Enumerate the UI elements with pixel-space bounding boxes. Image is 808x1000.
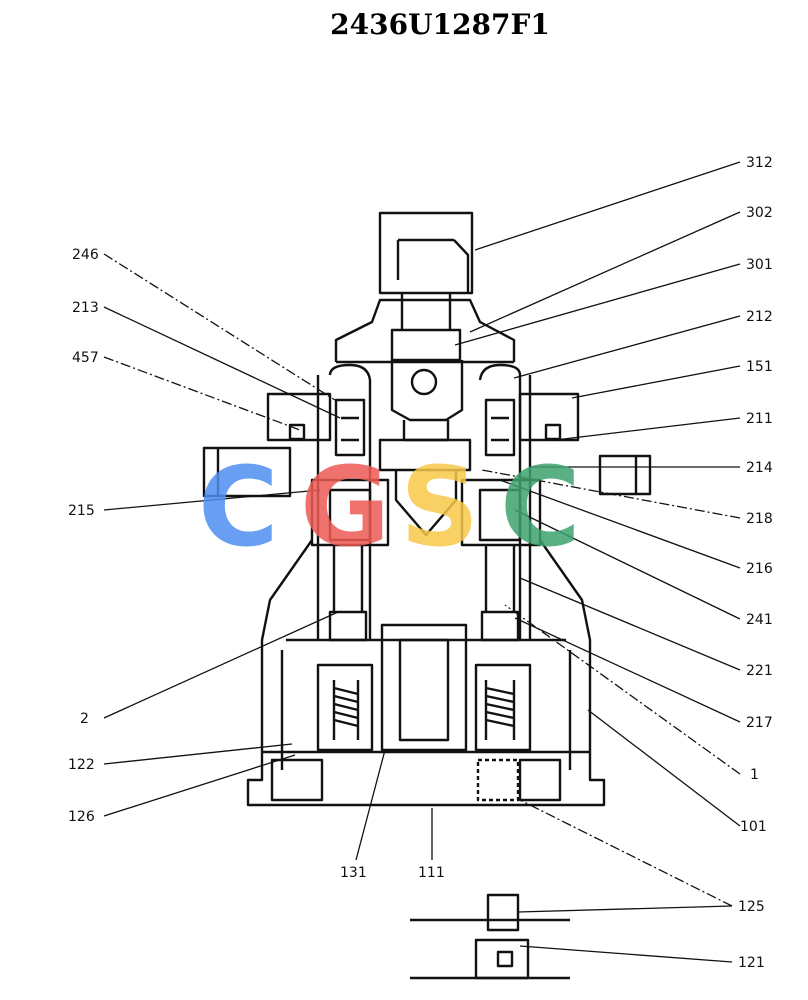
callout-151: 151 (746, 359, 773, 375)
drawing-title: 2436U1287F1 (330, 8, 550, 41)
callout-457: 457 (72, 350, 99, 366)
svg-text:S: S (400, 443, 479, 571)
svg-text:C: C (500, 443, 581, 571)
callout-125: 125 (738, 899, 765, 915)
callout-212: 212 (746, 309, 773, 325)
cgsc-watermark-logo: C G S C (198, 443, 581, 571)
callout-221: 221 (746, 663, 773, 679)
callout-131: 131 (340, 865, 367, 881)
callout-218: 218 (746, 511, 773, 527)
callout-111: 111 (418, 865, 445, 881)
callout-101: 101 (740, 819, 767, 835)
callout-246: 246 (72, 247, 99, 263)
valve-body-drawing (202, 211, 652, 980)
callout-leader-lines (103, 161, 741, 963)
callout-213: 213 (72, 300, 99, 316)
callout-216: 216 (746, 561, 773, 577)
callout-241: 241 (746, 612, 773, 628)
callout-121: 121 (738, 955, 765, 971)
callout-217: 217 (746, 715, 773, 731)
callout-214: 214 (746, 460, 773, 476)
callout-302: 302 (746, 205, 773, 221)
callout-211: 211 (746, 411, 773, 427)
callout-301: 301 (746, 257, 773, 273)
callout-1: 1 (750, 767, 759, 783)
callout-126: 126 (68, 809, 95, 825)
callout-labels: 312 302 301 212 151 211 214 218 216 241 … (68, 155, 773, 971)
callout-2: 2 (80, 711, 89, 727)
svg-text:C: C (198, 443, 279, 571)
callout-122: 122 (68, 757, 95, 773)
svg-text:G: G (300, 443, 390, 571)
callout-215: 215 (68, 503, 95, 519)
callout-312: 312 (746, 155, 773, 171)
